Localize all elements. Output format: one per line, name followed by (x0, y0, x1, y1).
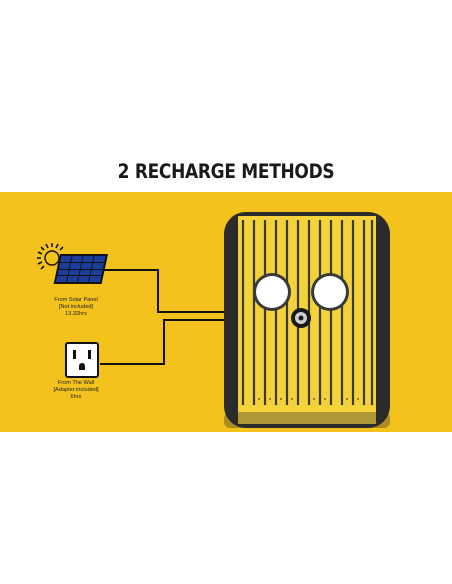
sun-icon (37, 243, 64, 270)
led-light-left (253, 273, 291, 311)
solar-source: From Solar Panel (54, 297, 98, 303)
solar-time: 13.32hrs (65, 311, 87, 317)
solar-note: [Not included] (58, 304, 94, 310)
charging-port (291, 308, 311, 328)
solar-panel-icon (37, 243, 108, 284)
wall-time: 6hrs (70, 394, 82, 400)
wall-outlet-icon (65, 342, 99, 378)
illustration (37, 212, 390, 428)
wall-note: [Adapter included] (53, 387, 99, 393)
led-light-right (311, 273, 349, 311)
wall-method-label: From The Wall [Adapter included] 6hrs (36, 380, 116, 401)
power-station-device (224, 212, 390, 428)
wall-source: From The Wall (57, 380, 95, 386)
page-title: 2 RECHARGE METHODS (117, 160, 335, 184)
solar-method-label: From Solar Panel [Not included] 13.32hrs (36, 297, 116, 318)
